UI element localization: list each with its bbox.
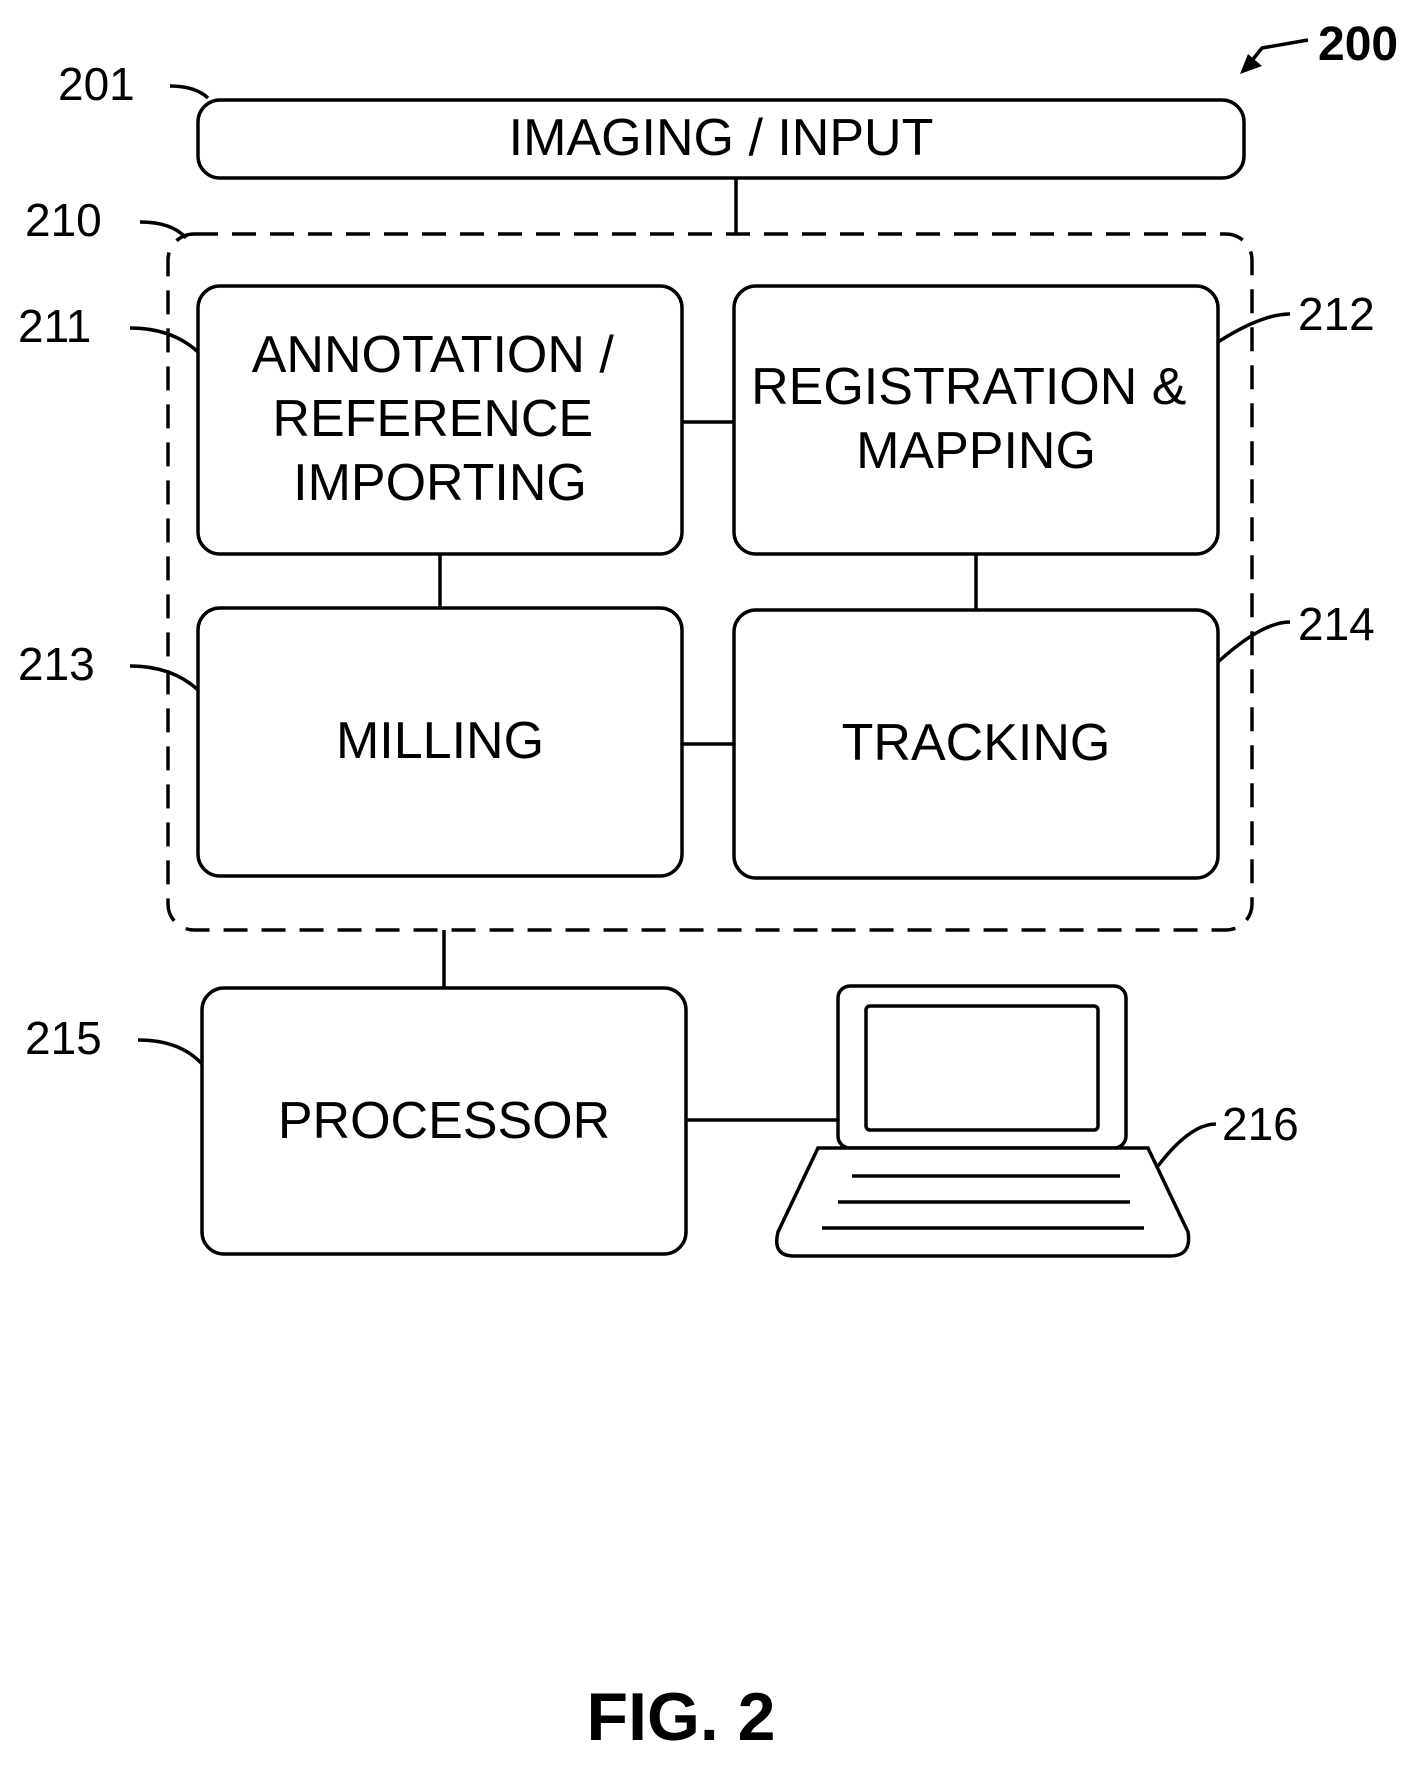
figure-label: FIG. 2 [587,1679,776,1755]
laptop-ref: 216 [1222,1098,1299,1150]
figure-ref-number: 200 [1318,18,1398,71]
tracking-label: TRACKING [842,714,1111,772]
tracking-ref: 214 [1298,598,1375,650]
processor-leader [138,1040,202,1064]
tracking-leader [1218,622,1290,662]
milling-label: MILLING [336,712,544,770]
annotation-label-line-1: ANNOTATION / [252,326,615,384]
registration-leader [1218,314,1290,342]
imaging-input-ref: 201 [58,58,135,110]
registration-label-line-1: REGISTRATION & [751,358,1186,416]
laptop-lid [838,986,1126,1148]
system-group-leader [140,222,186,238]
processor-ref: 215 [25,1012,102,1064]
processor-label: PROCESSOR [278,1092,610,1150]
registration-label-line-2: MAPPING [856,422,1096,480]
registration-box [734,286,1218,554]
milling-leader [130,666,198,690]
laptop-icon [777,986,1189,1256]
annotation-leader [130,328,198,352]
annotation-label: ANNOTATION / REFERENCE IMPORTING [252,326,629,512]
registration-ref: 212 [1298,288,1375,340]
annotation-label-line-2: REFERENCE [272,390,593,448]
laptop-leader [1158,1124,1216,1166]
milling-ref: 213 [18,638,95,690]
annotation-label-line-3: IMPORTING [293,454,587,512]
imaging-input-label: IMAGING / INPUT [509,109,934,167]
system-group-ref: 210 [25,194,102,246]
figure-ref-arrow [1240,40,1308,74]
imaging-input-leader [170,86,208,98]
annotation-ref: 211 [18,300,91,352]
